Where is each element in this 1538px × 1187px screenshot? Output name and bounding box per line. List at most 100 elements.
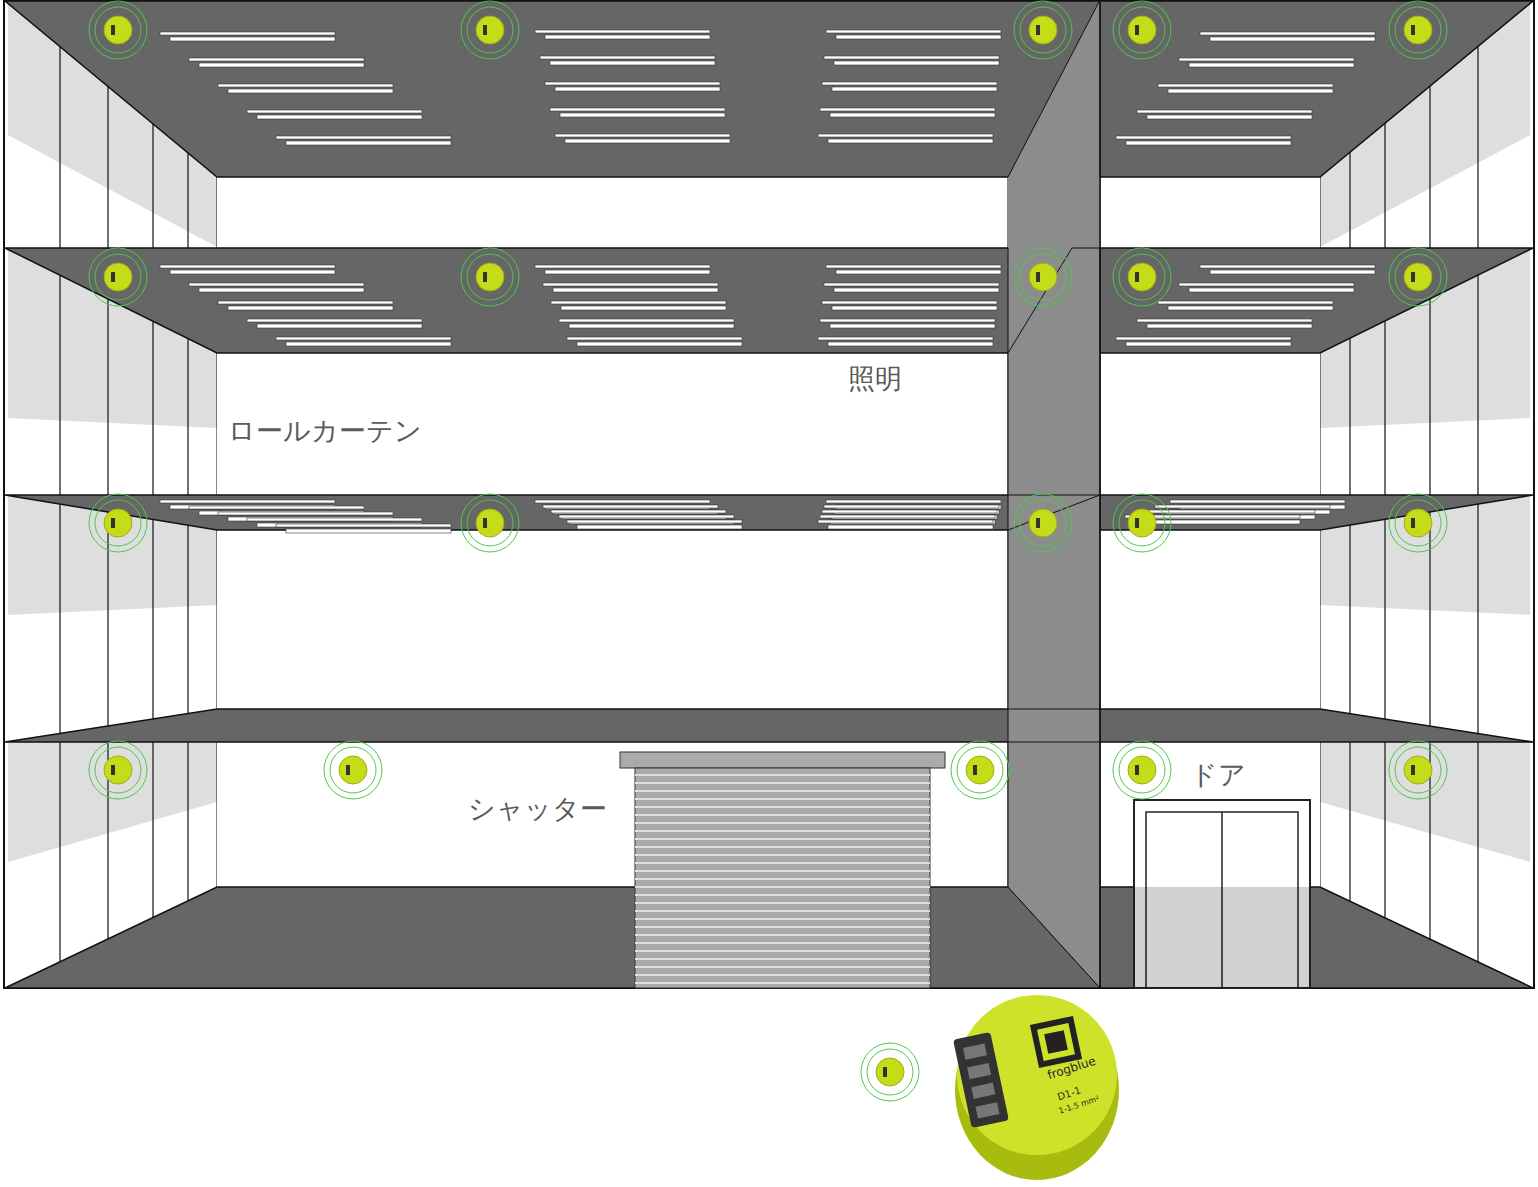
mullion xyxy=(59,0,60,988)
light-fixture xyxy=(824,56,999,59)
light-fixture xyxy=(565,139,730,143)
light-fixture xyxy=(228,89,393,93)
light-fixture xyxy=(820,319,995,322)
light-fixture xyxy=(818,134,993,137)
shutter xyxy=(635,768,930,988)
light-fixture xyxy=(276,524,451,527)
ceiling-slab xyxy=(5,248,1533,353)
light-fixture xyxy=(1210,270,1375,274)
light-fixture xyxy=(535,30,710,33)
shutter-slat xyxy=(635,958,930,960)
frogblue-sensor xyxy=(861,1043,919,1101)
roll-curtain xyxy=(1320,742,1530,862)
light-fixture xyxy=(1168,306,1333,310)
light-fixture xyxy=(1200,32,1375,35)
shutter-slat xyxy=(635,822,930,824)
light-fixture xyxy=(189,506,364,509)
back-wall xyxy=(217,530,1320,709)
light-fixture xyxy=(551,301,726,304)
shutter-slat xyxy=(635,926,930,928)
light-fixture xyxy=(1135,520,1300,524)
frogblue-sensor xyxy=(89,494,147,552)
light-fixture xyxy=(543,505,718,508)
shutter-slat xyxy=(635,782,930,784)
frogblue-sensor xyxy=(1113,248,1171,306)
light-fixture xyxy=(1158,301,1333,304)
column xyxy=(1008,0,1100,988)
light-fixture xyxy=(820,515,995,518)
light-fixture xyxy=(1116,337,1291,340)
light-fixture xyxy=(160,32,335,35)
light-fixture xyxy=(247,319,422,322)
shutter-slat xyxy=(635,870,930,872)
light-fixture xyxy=(1155,505,1330,508)
light-fixture xyxy=(832,306,997,310)
light-fixture xyxy=(1137,319,1312,322)
light-fixture xyxy=(836,270,1001,274)
light-fixture xyxy=(826,500,1001,503)
column xyxy=(1008,495,1100,709)
light-fixture xyxy=(1140,510,1315,513)
light-fixture xyxy=(820,108,995,111)
light-fixture xyxy=(567,337,742,340)
light-fixture xyxy=(218,84,393,87)
column xyxy=(1008,177,1100,248)
light-fixture xyxy=(830,113,995,117)
frogblue-sensor xyxy=(1389,1,1447,59)
mullion xyxy=(107,0,108,988)
frogblue-sensor xyxy=(1014,494,1072,552)
shutter-slat xyxy=(635,950,930,952)
light-fixture xyxy=(286,529,451,533)
shutter-slat xyxy=(635,878,930,880)
light-fixture xyxy=(569,324,734,328)
shutter-slat xyxy=(635,902,930,904)
light-fixture xyxy=(826,30,1001,33)
frogblue-sensor xyxy=(951,741,1009,799)
floor-slab xyxy=(5,709,1533,742)
light-fixture xyxy=(170,270,335,274)
light-fixture xyxy=(1179,283,1354,286)
mullion xyxy=(1384,0,1385,988)
light-fixture xyxy=(276,136,451,139)
light-fixture xyxy=(551,510,726,513)
light-fixture xyxy=(257,324,422,328)
light-fixture xyxy=(824,283,999,286)
light-fixture xyxy=(832,87,997,91)
mullion xyxy=(152,0,153,988)
shutter-slat xyxy=(635,982,930,984)
light-fixture xyxy=(276,337,451,340)
shutter-slat xyxy=(635,974,930,976)
shutter-slat xyxy=(635,798,930,800)
light-fixture xyxy=(1147,115,1312,119)
light-fixture xyxy=(540,56,715,59)
light-fixture xyxy=(818,520,993,523)
back-wall xyxy=(217,177,1320,248)
light-fixture xyxy=(1158,84,1333,87)
light-fixture xyxy=(535,500,710,503)
light-fixture xyxy=(555,134,730,137)
roll-curtain xyxy=(8,742,217,862)
light-fixture xyxy=(577,525,742,529)
light-fixture xyxy=(160,265,335,268)
frogblue-sensor xyxy=(1389,741,1447,799)
part-label: ロールカーテン xyxy=(228,416,422,446)
ceiling-slab xyxy=(5,1,1533,177)
part-label: ドア xyxy=(1190,760,1246,790)
frogblue-sensor xyxy=(1389,248,1447,306)
back-wall xyxy=(217,353,1320,495)
light-fixture xyxy=(822,510,997,513)
light-fixture xyxy=(535,265,710,268)
shutter-slat xyxy=(635,806,930,808)
frogblue-sensor xyxy=(324,741,382,799)
light-fixture xyxy=(836,35,1001,39)
light-fixture xyxy=(828,342,993,346)
frogblue-sensor xyxy=(1014,1,1072,59)
light-fixture xyxy=(1168,89,1333,93)
light-fixture xyxy=(1126,342,1291,346)
light-fixture xyxy=(218,512,393,515)
shutter-slat xyxy=(635,774,930,776)
light-fixture xyxy=(822,82,997,85)
light-fixture xyxy=(247,110,422,113)
